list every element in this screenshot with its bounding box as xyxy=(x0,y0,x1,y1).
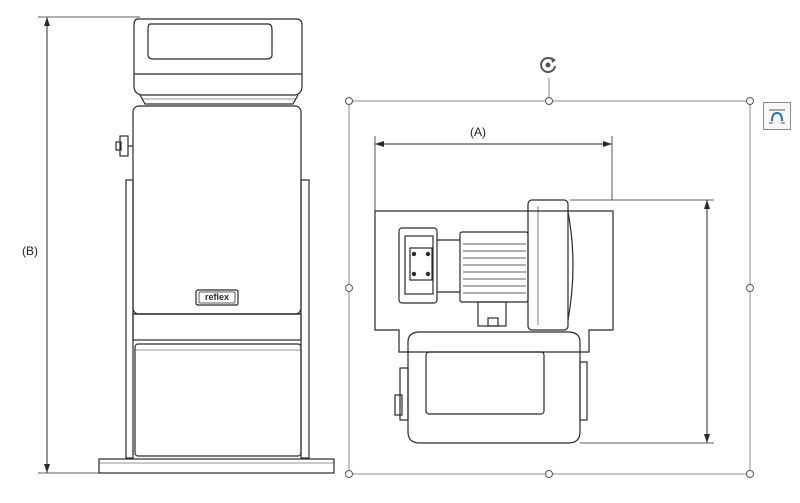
rotate-handle-icon[interactable] xyxy=(537,54,559,76)
motor-bolts xyxy=(411,251,431,277)
resize-handle-top-right[interactable] xyxy=(746,97,754,105)
front-view xyxy=(38,16,335,474)
dimension-b-label: (B) xyxy=(22,244,38,258)
selection-frame[interactable] xyxy=(348,78,751,475)
resize-handle-bottom-right[interactable] xyxy=(746,470,754,478)
brand-label: reflex xyxy=(204,292,230,302)
resize-handle-right[interactable] xyxy=(746,284,754,292)
resize-handle-top-left[interactable] xyxy=(345,97,353,105)
layout-options-icon[interactable] xyxy=(763,102,791,130)
resize-handle-top[interactable] xyxy=(545,97,553,105)
resize-handle-bottom-left[interactable] xyxy=(345,470,353,478)
resize-handle-bottom[interactable] xyxy=(545,470,553,478)
side-view xyxy=(374,136,714,444)
dimension-a-label: (A) xyxy=(470,125,486,139)
resize-handle-left[interactable] xyxy=(345,284,353,292)
